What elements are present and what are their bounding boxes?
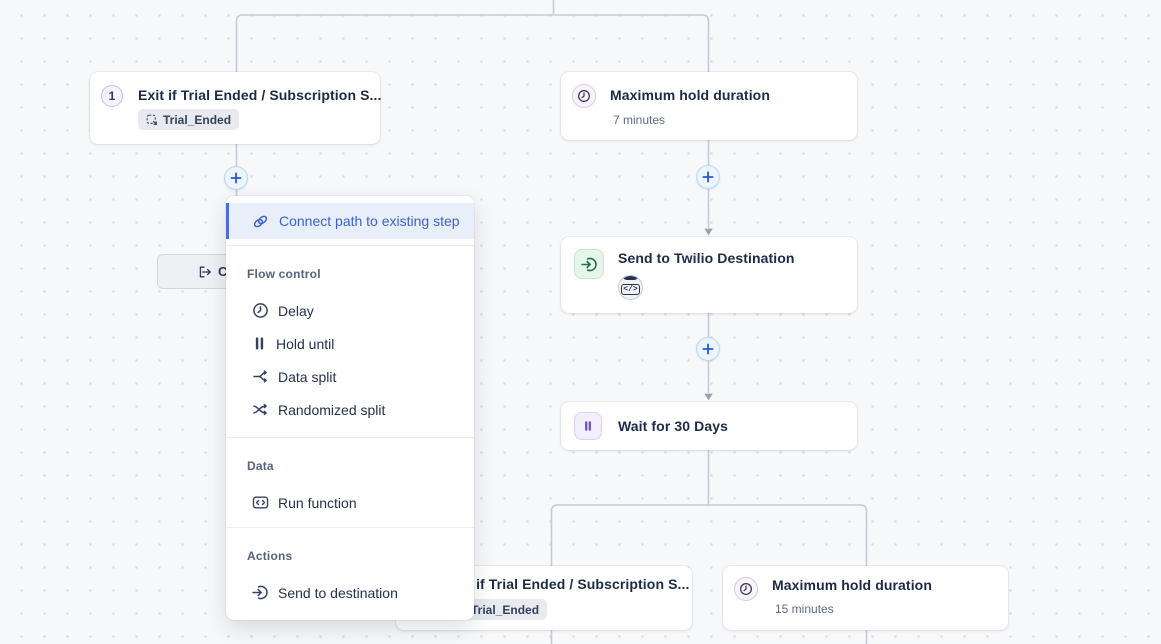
step-number-badge: 1 xyxy=(101,85,123,107)
plus-icon xyxy=(702,171,714,183)
send-icon xyxy=(574,249,604,279)
clock-icon xyxy=(572,84,596,108)
plus-icon xyxy=(702,343,714,355)
menu-item-randomized-split[interactable]: Randomized split xyxy=(226,393,474,426)
node-send-destination[interactable]: Send to Twilio Destination </> xyxy=(561,237,857,313)
arrowhead-icon xyxy=(704,393,713,401)
menu-item-connect-path[interactable]: Connect path to existing step xyxy=(226,203,474,239)
menu-divider xyxy=(226,437,474,438)
node-subtitle: 15 minutes xyxy=(775,602,834,616)
data-split-icon xyxy=(253,370,267,383)
arrowhead-icon xyxy=(704,228,713,236)
add-step-button[interactable] xyxy=(696,337,720,361)
menu-section-actions: Actions xyxy=(247,549,293,563)
plus-icon xyxy=(230,172,242,184)
function-icon xyxy=(252,496,269,509)
menu-item-label: Run function xyxy=(278,494,357,511)
node-title: Wait for 30 Days xyxy=(618,418,729,434)
node-max-hold-top[interactable]: Maximum hold duration 7 minutes xyxy=(561,72,857,140)
pause-icon xyxy=(574,412,602,440)
audience-badge-label: Trial_Ended xyxy=(163,112,232,127)
menu-item-run-function[interactable]: Run function xyxy=(226,486,474,519)
menu-item-label: Send to destination xyxy=(278,584,398,601)
audience-badge: Trial_Ended xyxy=(138,109,240,130)
add-step-button[interactable] xyxy=(696,165,720,189)
clock-icon xyxy=(734,577,758,601)
menu-item-delay[interactable]: Delay xyxy=(226,294,474,327)
menu-item-hold-until[interactable]: Hold until xyxy=(226,327,474,360)
menu-section-data: Data xyxy=(247,459,274,473)
node-max-hold-bottom[interactable]: Maximum hold duration 15 minutes xyxy=(723,566,1008,630)
code-icon: </> xyxy=(621,283,640,295)
node-title: Maximum hold duration xyxy=(610,87,770,103)
menu-item-data-split[interactable]: Data split xyxy=(226,360,474,393)
send-icon xyxy=(252,585,268,600)
audience-icon xyxy=(146,114,157,125)
node-wait[interactable]: Wait for 30 Days xyxy=(561,402,857,450)
pause-icon xyxy=(255,337,264,350)
add-step-button[interactable] xyxy=(224,166,248,190)
node-title: Send to Twilio Destination xyxy=(618,250,795,266)
menu-section-flow-control: Flow control xyxy=(247,267,321,281)
menu-item-label: Randomized split xyxy=(278,401,386,418)
function-avatar: </> xyxy=(618,275,643,300)
menu-item-label: Delay xyxy=(278,302,314,319)
menu-item-send-to-destination[interactable]: Send to destination xyxy=(226,576,474,609)
menu-divider xyxy=(226,245,474,246)
menu-divider xyxy=(226,527,474,528)
menu-item-label: Data split xyxy=(278,368,337,385)
shuffle-icon xyxy=(253,403,267,416)
node-exit-rule-top[interactable]: 1 Exit if Trial Ended / Subscription S..… xyxy=(90,72,382,144)
node-title: Exit if Trial Ended / Subscription S... xyxy=(446,576,690,592)
add-step-menu: Connect path to existing step Flow contr… xyxy=(226,196,474,620)
audience-badge-label: Trial_Ended xyxy=(471,602,540,617)
menu-item-label: Connect path to existing step xyxy=(279,213,460,229)
menu-item-label: Hold until xyxy=(276,335,335,352)
exit-step-pill-label: C xyxy=(218,264,228,279)
link-icon xyxy=(253,215,268,227)
exit-icon xyxy=(199,266,211,277)
avatar-arc xyxy=(622,276,639,280)
node-subtitle: 7 minutes xyxy=(613,113,666,127)
node-title: Exit if Trial Ended / Subscription S... xyxy=(138,87,382,103)
node-title: Maximum hold duration xyxy=(772,577,932,593)
clock-icon xyxy=(253,303,268,318)
